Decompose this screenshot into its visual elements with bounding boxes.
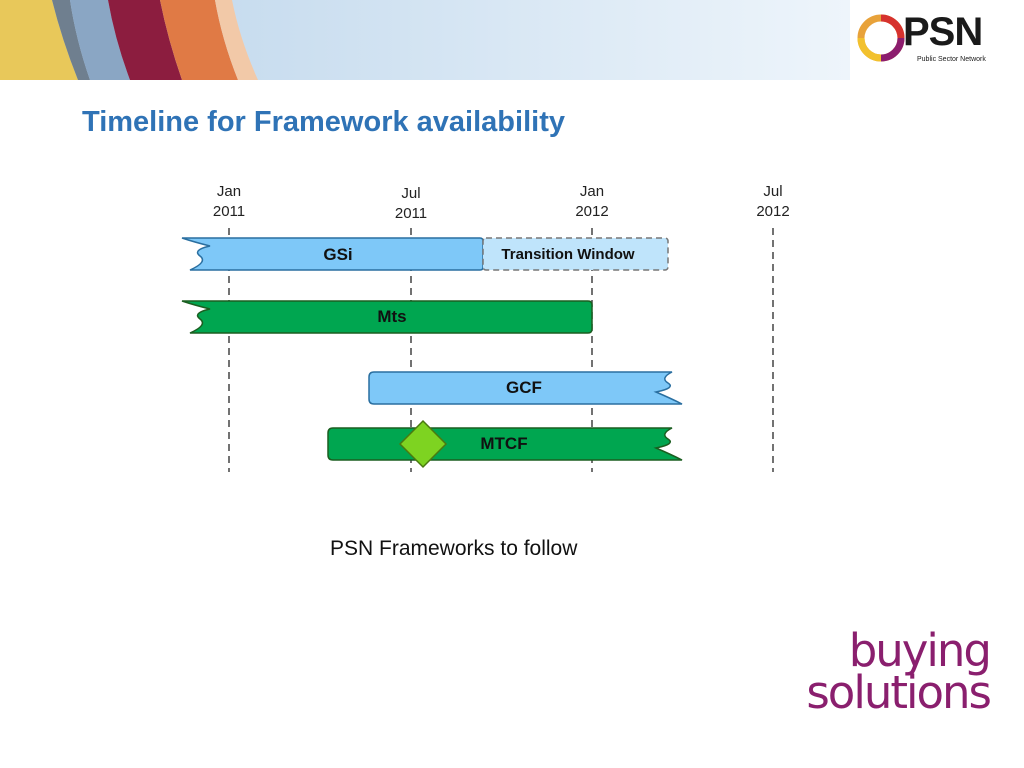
slide-subtitle: PSN Frameworks to follow — [330, 537, 578, 560]
bs-logo-line-1: buying — [848, 624, 992, 677]
banner-stripe-maroon — [108, 0, 182, 80]
banner-stripe-blue — [70, 0, 130, 80]
transition-window-label: Transition Window — [501, 246, 635, 263]
banner-stripe-peach — [215, 0, 258, 80]
date-header-jul-2011: Jul 2011 — [395, 185, 427, 222]
mtcf-bar-label: MTCF — [480, 434, 527, 453]
mts-bar — [181, 300, 593, 334]
buying-solutions-logo: buying solutions — [800, 624, 992, 719]
banner-stripe-grey — [52, 0, 90, 80]
milestone-diamond-icon — [398, 419, 448, 469]
date-header-jan-2011: Jan 2011 — [213, 183, 245, 220]
date-header-jul-2012: Jul 2012 — [756, 183, 789, 220]
date-header-jan-2012: Jan 2012 — [575, 183, 608, 220]
mts-bar-label: Mts — [377, 307, 406, 326]
date-month-label: Jul — [401, 185, 420, 202]
gcf-bar-label: GCF — [506, 378, 542, 397]
slide-title: Timeline for Framework availability — [82, 106, 565, 138]
date-year-label: 2012 — [756, 203, 789, 220]
psn-logo-word: PSN — [903, 10, 983, 54]
gcf-bar — [368, 371, 683, 405]
date-year-label: 2011 — [395, 205, 427, 222]
date-year-label: 2011 — [213, 203, 245, 220]
psn-logo-tagline: Public Sector Network — [917, 56, 986, 63]
header-banner — [0, 0, 850, 80]
date-month-label: Jan — [217, 183, 241, 200]
date-month-label: Jul — [763, 183, 782, 200]
banner-stripe-orange — [160, 0, 238, 80]
bs-logo-line-2: solutions — [806, 666, 992, 719]
date-month-label: Jan — [580, 183, 604, 200]
timeline-diagram: Jan 2011 Jul 2011 Jan 2012 Jul 2012 GSi … — [181, 183, 790, 472]
date-year-label: 2012 — [575, 203, 608, 220]
transition-window-bar — [482, 237, 669, 271]
psn-ring-icon — [857, 14, 905, 62]
gsi-bar-label: GSi — [323, 245, 352, 264]
banner-stripe-yellow — [0, 0, 78, 80]
psn-logo: PSN Public Sector Network — [855, 8, 995, 72]
